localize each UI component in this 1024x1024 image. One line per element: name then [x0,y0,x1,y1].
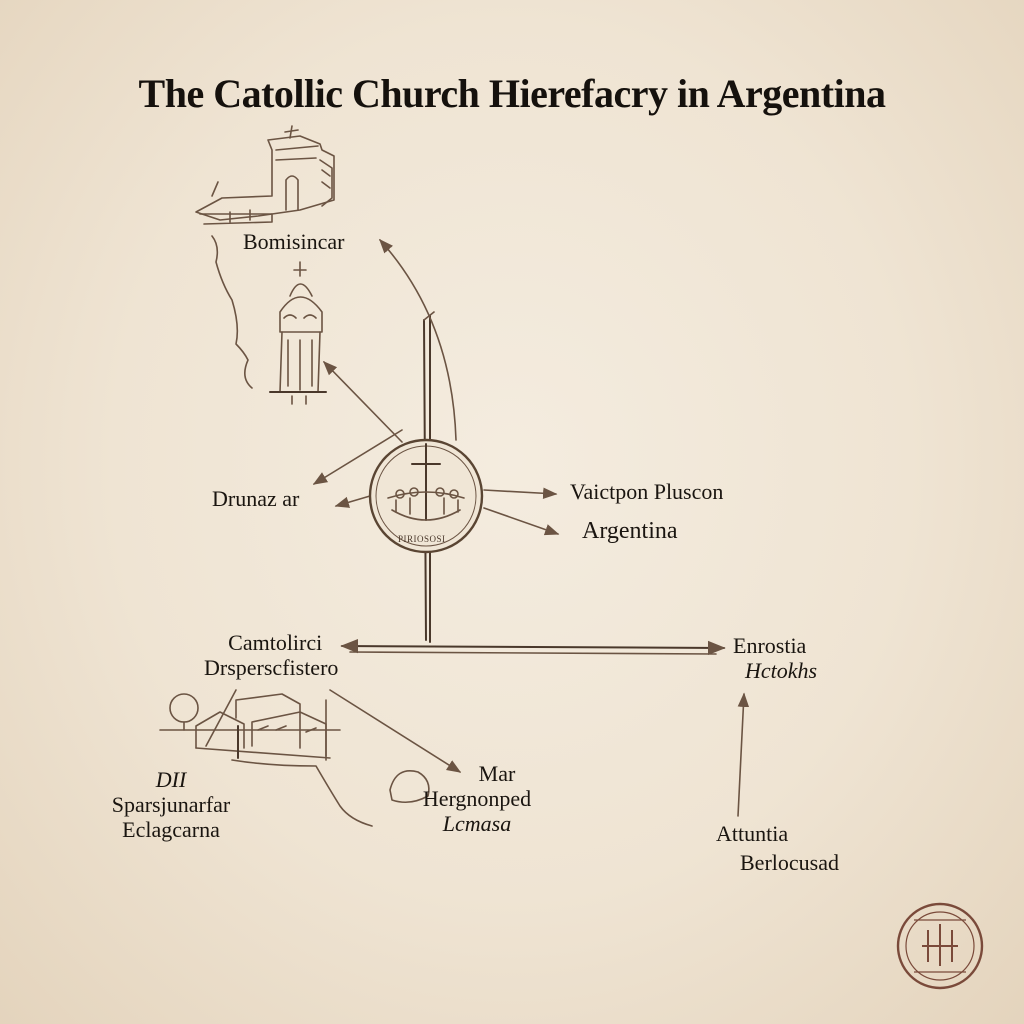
node-attuntia: Attuntia Berlocusad [716,821,839,875]
seal-stamp-icon [896,902,984,990]
node-dii-line-3: Eclagcarna [122,817,220,842]
node-attuntia-line-1: Attuntia [716,821,789,846]
node-mar: Mar Hergnonped Lcmasa [404,761,550,836]
arrow-to-mar [329,689,462,773]
node-vaictpon-line: Vaictpon Pluscon [570,479,724,504]
bell-tower-icon [269,261,327,405]
node-dii: DII Sparsjunarfar Eclagcarna [96,767,246,842]
cross-icon [411,443,441,521]
node-enrostia-line-2: Hctokhs [745,658,818,683]
node-drunazar-line: Drunaz ar [212,486,300,511]
node-mar-line-2: Hergnonped [422,786,532,811]
bush-icon [389,770,430,804]
node-camtolirci-line-2: Drsperscfistero [204,655,339,680]
arrow-to-vaictpon [483,487,558,500]
node-mar-line-3: Lcmasa [442,811,512,836]
node-argentina-line: Argentina [582,518,678,544]
node-dii-line-1: DII [155,767,187,792]
connector-to-dii [205,689,237,747]
arrow-to-argentina [483,507,560,536]
node-camtolirci: Camtolirci Drsperscfistero [204,630,338,680]
node-enrostia: Enrostia Hctokhs [733,633,817,683]
hierarchy-medallion [368,438,484,554]
horizontal-connector [340,638,726,656]
village-icon [159,693,373,827]
node-enrostia-line-1: Enrostia [733,633,807,658]
tree-icon [169,693,199,731]
node-bomisincar: Bomisincar [243,229,344,254]
arrow-to-drunazar [312,429,403,485]
node-attuntia-line-2: Berlocusad [740,850,839,875]
node-drunazar: Drunaz ar [212,486,299,511]
node-bomisincar-line: Bomisincar [243,229,345,254]
arrow-to-enrostia [737,692,750,817]
node-camtolirci-line-1: Camtolirci [228,630,323,655]
arrow-to-bomisincar [379,238,457,441]
node-argentina: Argentina [582,519,678,544]
arrow-to-bell-tower [322,360,403,443]
church-tower-icon [195,125,335,389]
node-dii-line-2: Sparsjunarfar [111,792,231,817]
node-mar-line-1: Mar [478,761,516,786]
page-title: The Catollic Church Hierefacry in Argent… [138,71,886,116]
node-vaictpon: Vaictpon Pluscon [570,479,723,504]
medallion-caption: PIRIOSOSI [398,534,446,544]
